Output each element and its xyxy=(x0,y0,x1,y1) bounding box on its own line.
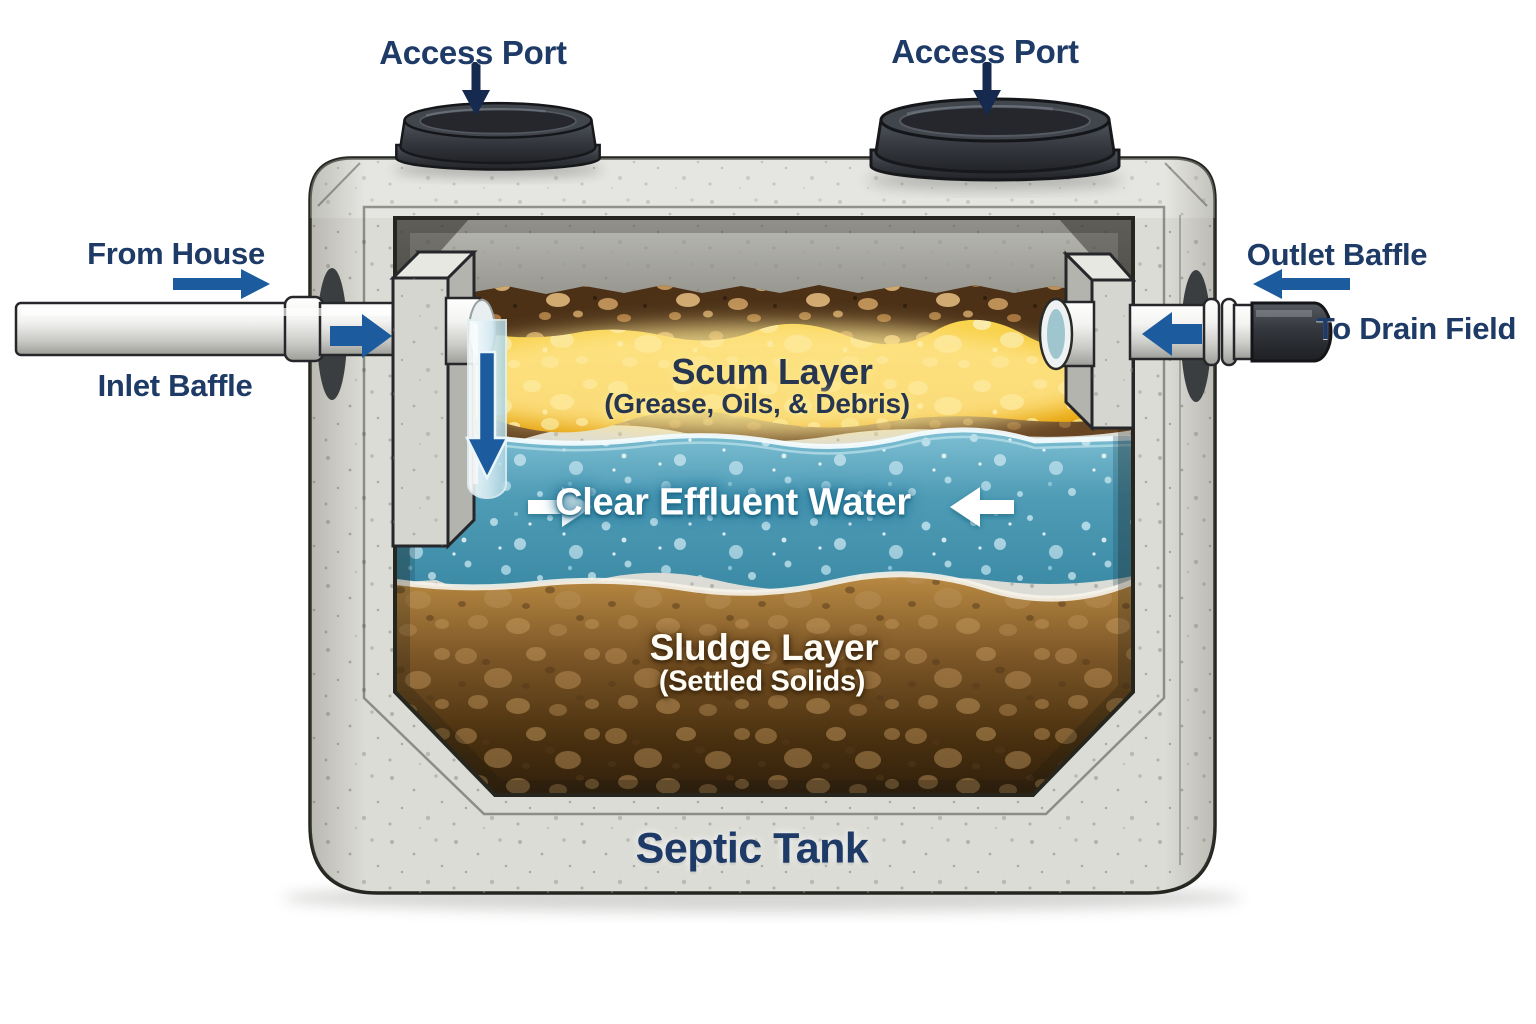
to-drain-field-label: To Drain Field xyxy=(1315,311,1517,346)
access-port-left xyxy=(393,103,603,178)
outlet-flow-arrow-icon xyxy=(1142,312,1202,356)
sludge-layer-subtitle: (Settled Solids) xyxy=(658,665,866,698)
septic-tank-caption: Septic Tank xyxy=(635,824,869,873)
access-port-right xyxy=(867,99,1123,190)
outlet-baffle-arrow-icon xyxy=(1253,269,1350,299)
inlet-flow-arrow-icon xyxy=(330,314,392,358)
from-house-arrow-icon xyxy=(173,269,270,299)
effluent-water-label: Clear Effluent Water xyxy=(555,481,911,524)
access-port-left-label: Access Port xyxy=(379,34,567,71)
tank-interior-layers xyxy=(395,218,1133,795)
inlet-baffle-label: Inlet Baffle xyxy=(97,368,253,403)
interior-outline xyxy=(393,216,1135,797)
inlet-assembly xyxy=(14,250,510,550)
effluent-flow-right-arrow-icon xyxy=(528,487,592,527)
layer-sludge xyxy=(395,571,1133,795)
scum-layer-title: Scum Layer xyxy=(671,351,873,392)
scum-layer-subtitle: (Grease, Oils, & Debris) xyxy=(604,388,910,419)
inlet-pipe xyxy=(14,295,404,363)
interior-outer-seam xyxy=(362,205,1166,816)
sludge-layer-title: Sludge Layer xyxy=(649,627,879,668)
outlet-assembly xyxy=(1038,250,1333,432)
effluent-flow-left-arrow-icon xyxy=(950,487,1014,527)
from-house-label: From House xyxy=(87,236,265,271)
outlet-tee-opening xyxy=(1038,297,1096,371)
access-port-right-label: Access Port xyxy=(891,33,1079,70)
layer-scum xyxy=(395,319,1133,436)
inlet-drop-arrow-icon xyxy=(464,350,510,481)
drain-pipe xyxy=(1250,301,1333,363)
outlet-baffle-label: Outlet Baffle xyxy=(1246,237,1428,272)
outlet-baffle-structure xyxy=(1062,250,1137,432)
inlet-baffle-structure xyxy=(389,250,478,550)
